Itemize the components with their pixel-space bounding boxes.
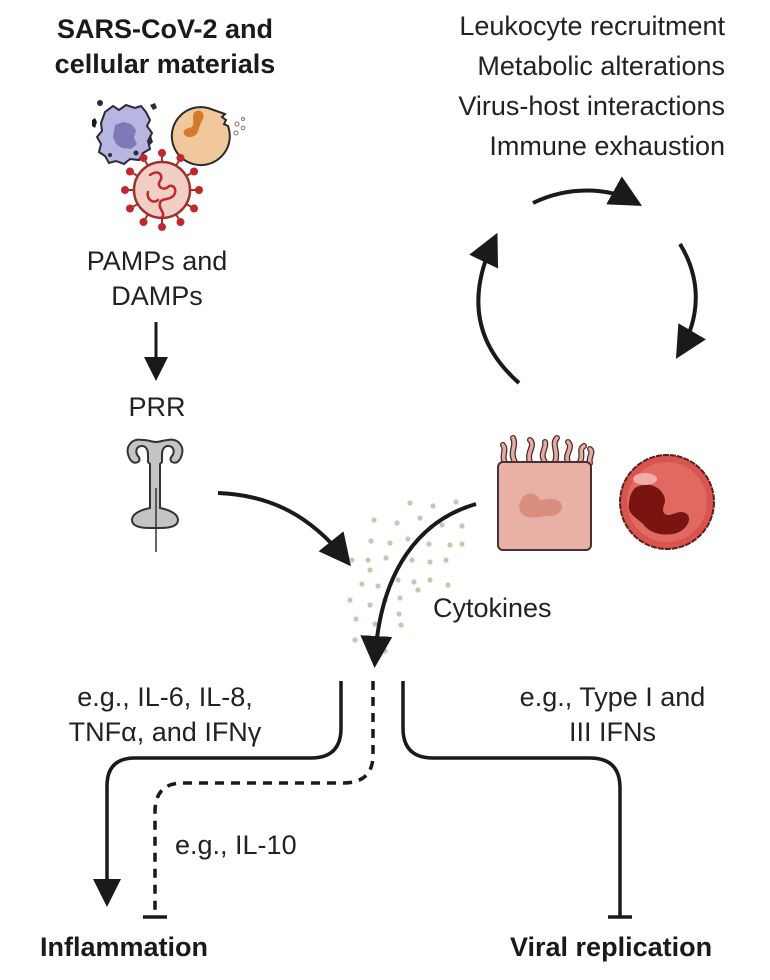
- cytokine-dot: [382, 648, 388, 654]
- cytokine-dot: [352, 637, 358, 643]
- virus-spike-head: [190, 167, 199, 176]
- viral-replication-outcome: Viral replication: [510, 932, 713, 962]
- cytokine-dot: [427, 577, 433, 583]
- cycle-item: Leukocyte recruitment: [459, 11, 725, 41]
- cytokine-dot: [427, 559, 433, 565]
- cytokine-dot: [407, 500, 413, 506]
- necrotic-cell-icon: [170, 106, 246, 167]
- cytokine-dot: [359, 581, 365, 587]
- cycle-arrow-left: [469, 232, 521, 385]
- virus-spike-head: [176, 153, 185, 162]
- prr-label: PRR: [128, 392, 186, 422]
- cytokine-dot: [394, 520, 400, 526]
- cytokine-dot: [439, 522, 445, 528]
- arrow-to-inflammation: [93, 681, 343, 907]
- virus-spike-head: [125, 167, 134, 176]
- virus-spike-head: [158, 223, 166, 231]
- cytokine-dot: [405, 536, 411, 542]
- pamps-damps-label: PAMPs and DAMPs: [57, 244, 257, 314]
- cycle-item: Metabolic alterations: [477, 51, 725, 81]
- cytokine-dot: [409, 557, 415, 563]
- cycle-arrows: [469, 176, 706, 385]
- inhibitor-il10: [153, 681, 375, 915]
- virus-spike-head: [139, 153, 148, 162]
- cytokine-dot: [353, 616, 359, 622]
- cytokine-dot: [396, 611, 402, 617]
- cytokine-dot: [367, 567, 373, 573]
- cytokine-dot: [415, 587, 421, 593]
- proinflammatory-line2: TNFα, and IFNγ: [68, 717, 262, 747]
- proinflammatory-label: e.g., IL-6, IL-8, TNFα, and IFNγ: [35, 680, 295, 750]
- virus-spike-head: [158, 149, 166, 157]
- cytokine-dot: [445, 582, 451, 588]
- cytokine-dot: [372, 621, 378, 627]
- cytokine-dot: [367, 602, 373, 608]
- inhibitor-ifn: [401, 681, 622, 917]
- antiviral-label: e.g., Type I and III IFNs: [500, 680, 725, 750]
- cytokine-dot: [443, 557, 449, 563]
- source-title-line2: cellular materials: [54, 49, 276, 79]
- cytokine-dot: [347, 597, 353, 603]
- cytokine-dot: [430, 503, 436, 509]
- cytokine-dot: [459, 523, 465, 529]
- cytokine-dot: [397, 595, 403, 601]
- cytokine-dot: [459, 541, 465, 547]
- proinflammatory-line1: e.g., IL-6, IL-8,: [77, 682, 253, 712]
- virus-spike-head: [125, 204, 134, 213]
- cytokine-dot: [368, 538, 374, 544]
- cycle-list: Leukocyte recruitment Metabolic alterati…: [380, 6, 725, 166]
- arrow-prr-to-cytokines: [217, 491, 351, 567]
- arrow-cells-to-cytokines: [360, 502, 477, 668]
- epithelial-cell-icon: [497, 435, 595, 551]
- pamps-damps-line1: PAMPs and: [86, 246, 228, 276]
- neutrophil-icon: [619, 454, 715, 550]
- inflammation-outcome: Inflammation: [40, 932, 209, 962]
- virus-spike-head: [139, 218, 148, 227]
- cytokine-dot: [371, 517, 377, 523]
- antiinflammatory-label: e.g., IL-10: [175, 830, 297, 860]
- cytokine-dot: [365, 557, 371, 563]
- cycle-arrow-top: [532, 176, 642, 206]
- cytokine-dot: [453, 499, 459, 505]
- pamps-damps-line2: DAMPs: [111, 281, 203, 311]
- cytokine-dot: [375, 583, 381, 589]
- antiviral-line2: III IFNs: [569, 717, 656, 747]
- cytokine-dot: [417, 515, 423, 521]
- cytokine-dot: [398, 622, 404, 628]
- cytokine-dot: [387, 540, 393, 546]
- prr-receptor-icon: [126, 438, 184, 552]
- cycle-item: Virus-host interactions: [458, 91, 725, 121]
- cytokine-dot: [383, 555, 389, 561]
- cycle-arrow-right: [675, 242, 706, 359]
- cycle-item: Immune exhaustion: [489, 131, 725, 161]
- cytokine-dot: [369, 642, 375, 648]
- dead-cell-icon: [92, 100, 157, 166]
- source-title: SARS-CoV-2 and cellular materials: [15, 12, 315, 82]
- cytokine-dot: [447, 542, 453, 548]
- virus-icon: [121, 149, 203, 231]
- virus-spike-head: [176, 218, 185, 227]
- virus-spike-head: [195, 186, 203, 194]
- virus-spike-head: [190, 204, 199, 213]
- cytokines-label: Cytokines: [433, 593, 552, 623]
- cytokine-dot: [411, 579, 417, 585]
- antiviral-line1: e.g., Type I and: [519, 682, 706, 712]
- cytokine-dot: [426, 541, 432, 547]
- cytokine-dot: [349, 557, 355, 563]
- virus-spike-head: [121, 186, 129, 194]
- cytokine-dots: [347, 499, 465, 654]
- cytokine-dot: [395, 577, 401, 583]
- source-title-line1: SARS-CoV-2 and: [56, 14, 274, 44]
